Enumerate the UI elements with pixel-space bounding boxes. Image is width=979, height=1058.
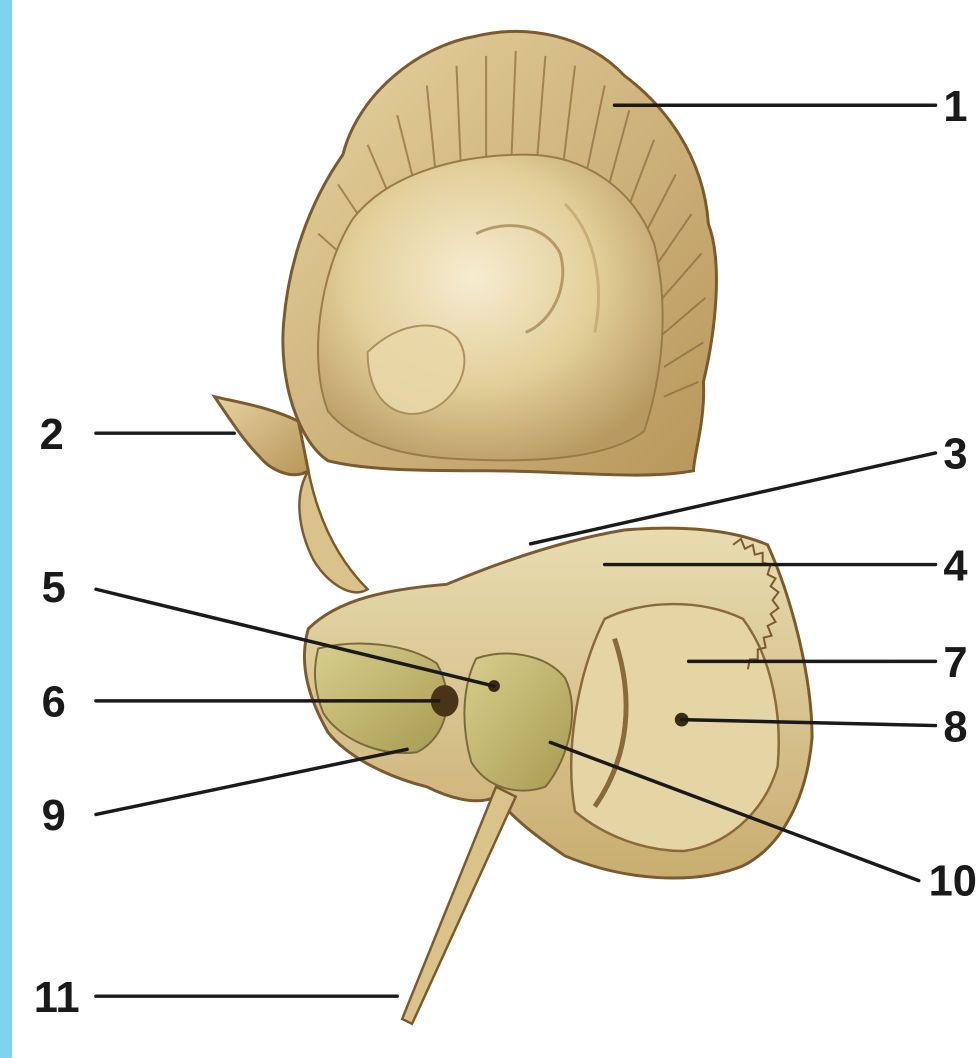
temporal-bone-diagram: 1 2 3 4 5 6 7 8 9 10 11 [12,0,979,1058]
label-5: 5 [42,564,66,612]
figure-frame: 1 2 3 4 5 6 7 8 9 10 11 [12,0,979,1058]
label-1: 1 [943,83,967,131]
label-11: 11 [34,974,80,1022]
leader-line-9 [96,749,407,814]
label-7: 7 [943,639,967,687]
label-3: 3 [943,431,967,479]
styloid-process [402,787,516,1024]
label-10: 10 [929,857,977,905]
label-8: 8 [943,703,967,751]
label-6: 6 [42,679,66,727]
label-2: 2 [40,411,64,459]
petrous-part [304,528,812,878]
squamous-part [283,31,717,475]
label-4: 4 [943,542,967,590]
label-9: 9 [42,792,66,840]
